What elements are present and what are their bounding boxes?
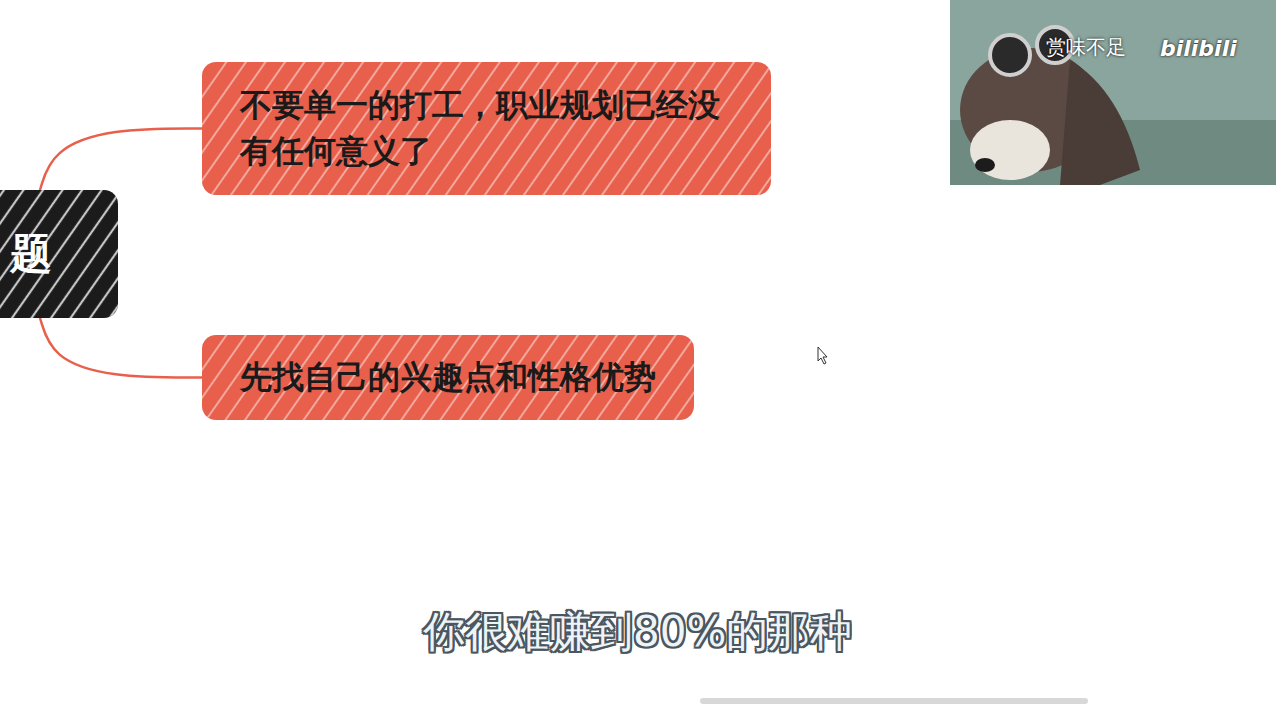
scrollbar bbox=[700, 698, 1088, 704]
branch-topic-box: 先找自己的兴趣点和性格优势 bbox=[202, 335, 694, 420]
box-fill bbox=[0, 190, 118, 318]
watermark-text: 赏味不足 bbox=[1046, 34, 1126, 61]
box-hatch bbox=[202, 335, 694, 420]
logo-text: bilibili bbox=[1160, 36, 1237, 61]
raccoon-nose bbox=[975, 158, 995, 172]
subtitle: 你很难赚到80%的那种 bbox=[423, 604, 852, 660]
box-hatch bbox=[202, 62, 771, 195]
box-fill bbox=[202, 335, 694, 420]
thumbnail-ground bbox=[950, 0, 1276, 185]
video-thumbnail bbox=[950, 0, 1276, 185]
branch-connector bbox=[40, 318, 202, 378]
raccoon-muzzle bbox=[970, 120, 1050, 180]
branch-connector bbox=[40, 129, 202, 191]
root-topic-box: 题 bbox=[0, 190, 118, 318]
box-hatch bbox=[0, 190, 118, 318]
mouse-cursor bbox=[818, 347, 827, 364]
topic-text: 题 bbox=[10, 224, 52, 285]
branch-topic-box: 不要单一的打工，职业规划已经没 有任何意义了 bbox=[202, 62, 771, 195]
raccoon-body bbox=[1060, 60, 1140, 185]
topic-text: 不要单一的打工，职业规划已经没 有任何意义了 bbox=[240, 82, 733, 175]
box-fill bbox=[202, 62, 771, 195]
box-shape bbox=[202, 62, 771, 195]
goggle bbox=[990, 35, 1030, 75]
topic-text: 先找自己的兴趣点和性格优势 bbox=[240, 354, 656, 400]
